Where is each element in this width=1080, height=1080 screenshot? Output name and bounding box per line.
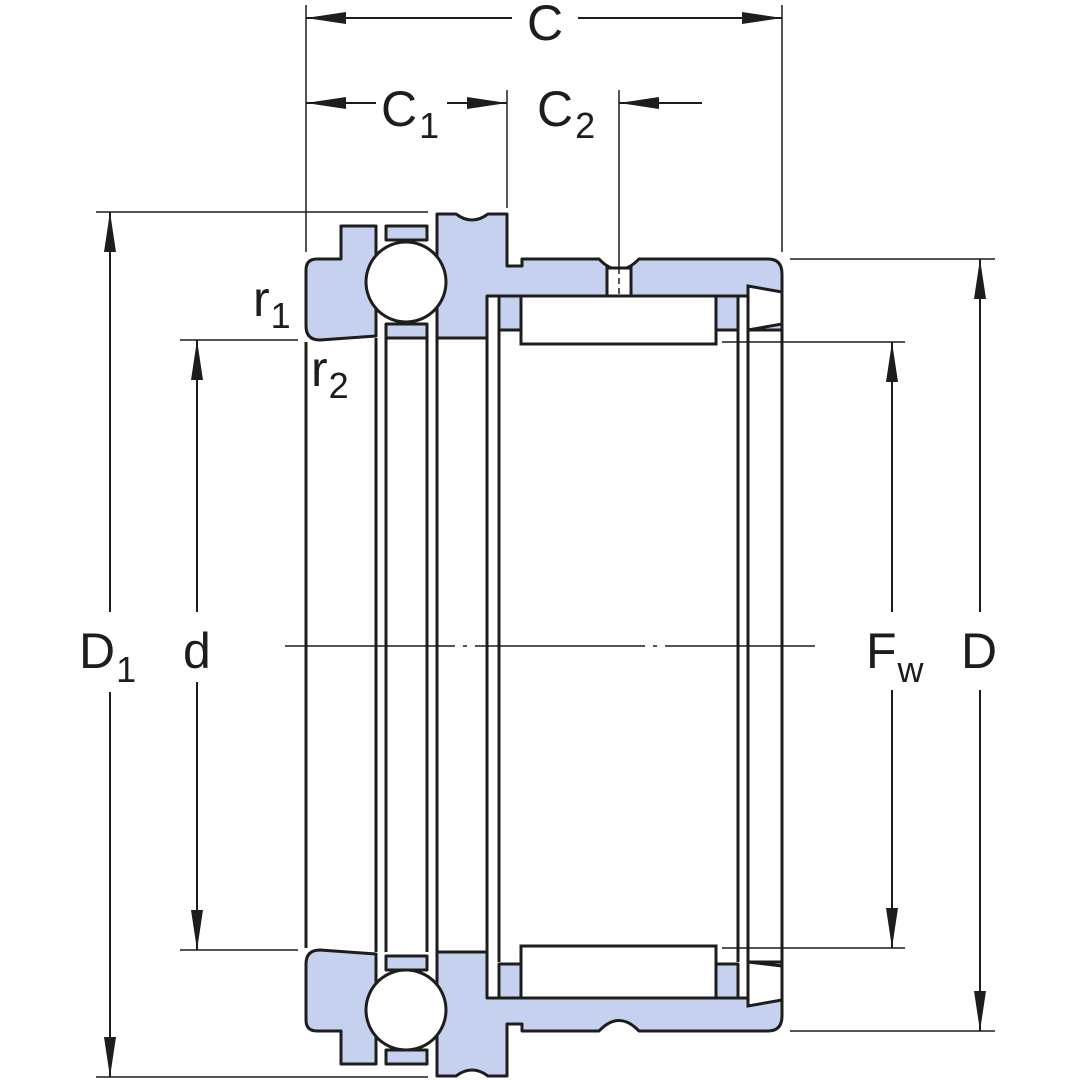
extension-lines — [96, 5, 995, 1078]
label-r2: r2 — [311, 341, 349, 406]
dimension-d-outer — [974, 259, 986, 1031]
dimension-d-bore — [191, 340, 203, 950]
thrust-ball — [364, 968, 448, 1052]
label-r1: r1 — [253, 271, 291, 336]
label-d-outer: D — [961, 623, 997, 679]
label-d-bore: d — [183, 623, 211, 679]
bore-edge-lines — [304, 296, 784, 998]
dimension-c2 — [619, 97, 702, 109]
snap-ring — [746, 960, 784, 1008]
label-c: C — [527, 0, 563, 51]
shaft-washer — [304, 224, 378, 342]
label-c2: C2 — [537, 81, 595, 146]
ball-cage-bottom — [384, 1048, 429, 1066]
thrust-ball — [364, 240, 448, 324]
shaft-washer — [304, 948, 378, 1066]
ball-cage-top — [384, 954, 429, 972]
dimension-d1 — [104, 212, 116, 1077]
bearing-upper-section — [304, 212, 784, 346]
snap-ring — [746, 284, 784, 332]
label-d1: D1 — [79, 623, 136, 690]
needle-cage-left — [497, 294, 523, 332]
ball-cage-top — [384, 224, 429, 242]
needle-cage-right — [714, 294, 740, 332]
dimension-fw — [886, 342, 898, 948]
label-c1: C1 — [381, 81, 439, 146]
dimension-c1 — [306, 97, 507, 109]
needle-roller — [519, 944, 718, 1000]
needle-cage-left — [497, 962, 523, 1000]
needle-roller — [519, 294, 718, 346]
dimension-c — [306, 12, 782, 24]
label-fw: Fw — [866, 623, 925, 690]
needle-cage-right — [714, 962, 740, 1000]
outer-ring — [435, 950, 784, 1078]
bearing-lower-section — [304, 944, 784, 1078]
ball-cage-bottom — [384, 322, 429, 340]
